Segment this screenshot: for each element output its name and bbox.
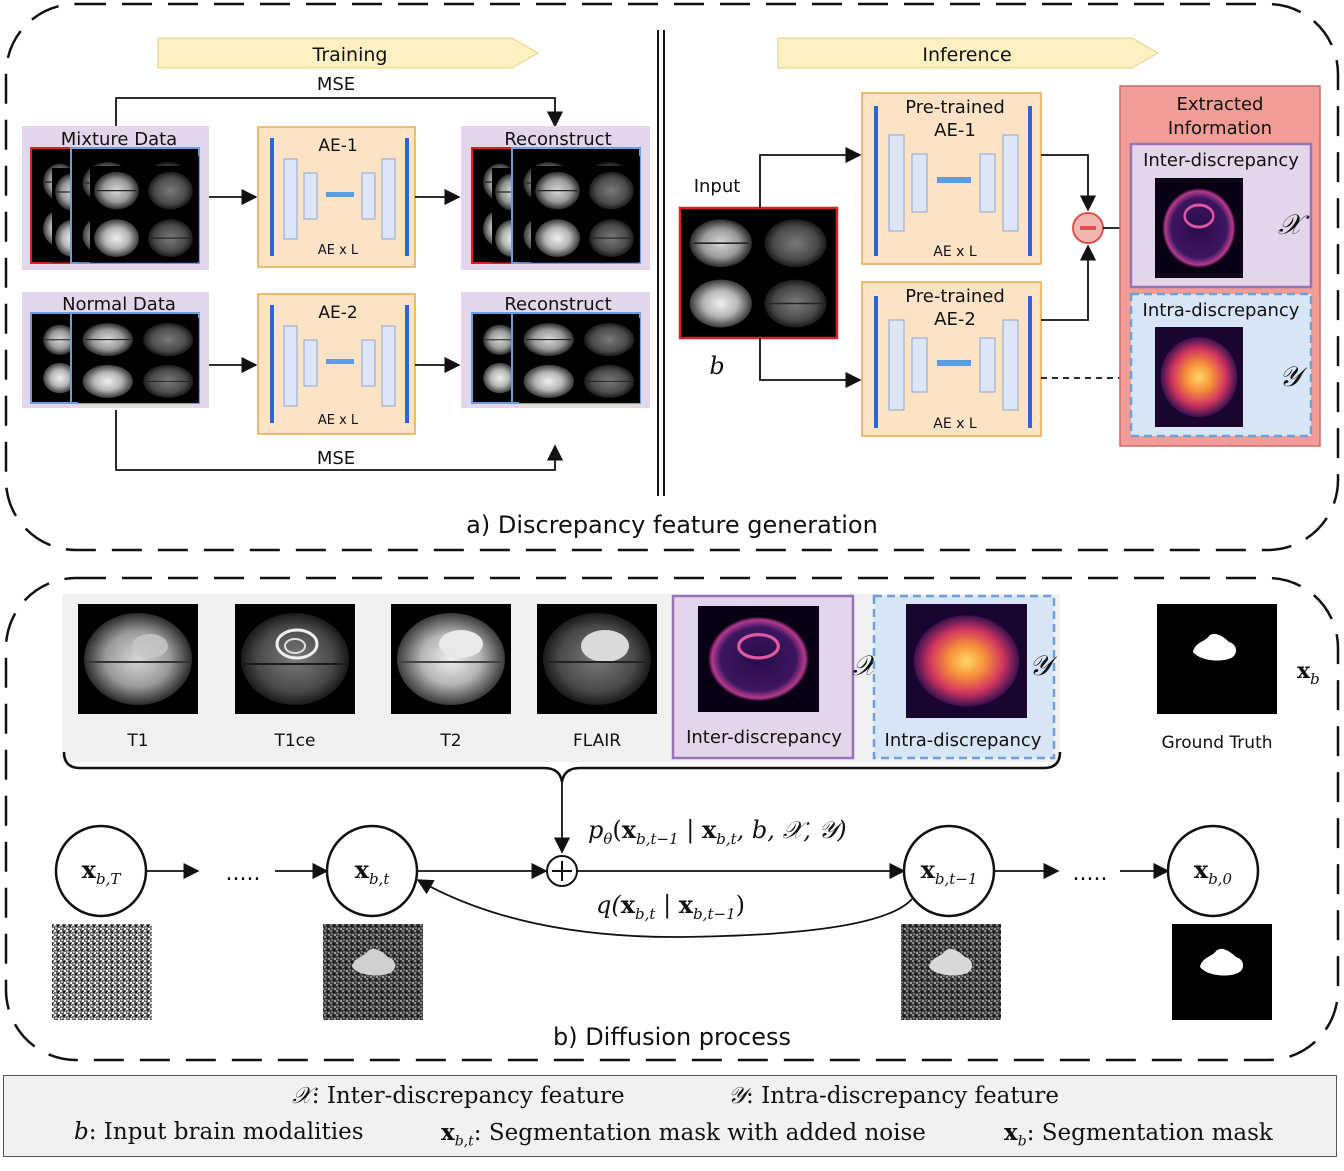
inference-label: Inference (922, 44, 1011, 66)
panel-b: T1 T1ce T2 FLAIR 𝒳 Inter-discrepancy 𝒴 I… (4, 576, 1340, 1062)
arrow-input-to-ae1 (759, 146, 862, 208)
legend-xb-sub: b (1017, 1133, 1027, 1150)
p-formula: pθ(xb,t−1 | xb,t, b, 𝒳, 𝒴) (588, 815, 847, 848)
inter-label-b: Inter-discrepancy (686, 727, 842, 748)
reconstruct-1-stack (471, 147, 641, 264)
panel-b-title: b) Diffusion process (553, 1023, 791, 1051)
ae2-training-label: AE-2 (318, 303, 357, 323)
input-label: Input (694, 176, 741, 197)
legend-xbt-sub: b,t (454, 1133, 474, 1150)
node-xbT-label: xb,T (82, 855, 122, 888)
noise-image-T (52, 924, 152, 1020)
t2-image (390, 603, 512, 715)
legend-x-text: : Inter-discrepancy feature (311, 1083, 625, 1109)
pretrained-ae2-line2: AE-2 (934, 309, 976, 330)
ae1-training-label: AE-1 (318, 136, 357, 156)
inter-discrepancy-image (1153, 176, 1245, 280)
panel-a-border (4, 2, 1340, 552)
t2-label: T2 (439, 731, 461, 751)
intra-feature-image-b (906, 604, 1027, 718)
t1ce-image (233, 602, 357, 716)
intra-label-b: Intra-discrepancy (885, 730, 1042, 751)
node-xb0 (1166, 824, 1260, 918)
node-xbt-label: xb,t (355, 855, 391, 888)
training-label: Training (312, 44, 388, 66)
legend-b-symbol: b (74, 1119, 89, 1145)
ground-truth-label: Ground Truth (1161, 733, 1272, 753)
extracted-info-line2: Information (1168, 118, 1272, 139)
inter-discrepancy-label: Inter-discrepancy (1143, 150, 1299, 171)
legend-xbt: xb,t: Segmentation mask with added noise (441, 1119, 926, 1150)
pretrained-ae1-repeat: AE x L (933, 244, 977, 260)
pretrained-ae1-line1: Pre-trained (905, 97, 1005, 118)
reconstruct-2-label: Reconstruct (504, 294, 611, 315)
legend-xbt-symbol: x (441, 1119, 455, 1146)
mixture-data-label: Mixture Data (61, 129, 177, 150)
normal-data-label: Normal Data (62, 294, 176, 315)
legend-x-symbol: 𝒳 (292, 1083, 312, 1109)
t1-label: T1 (126, 731, 148, 751)
pretrained-ae1-line2: AE-1 (934, 120, 976, 141)
panel-a-title: a) Discrepancy feature generation (466, 511, 878, 539)
training-banner (157, 37, 540, 69)
ae2-training-repeat: AE x L (318, 413, 359, 428)
mse-top-arrow (115, 97, 564, 128)
mixture-data-stack (30, 147, 200, 264)
inference-banner (777, 37, 1160, 69)
mse-top-label: MSE (317, 74, 355, 95)
legend-xb-symbol: x (1004, 1119, 1018, 1146)
t1-image (77, 603, 199, 715)
pretrained-ae2-line1: Pre-trained (905, 286, 1005, 307)
mse-bottom-arrow (115, 410, 564, 471)
flair-label: FLAIR (573, 731, 621, 751)
xb-symbol: xb (1297, 658, 1320, 688)
input-symbol: b (709, 352, 724, 380)
extracted-info-line1: Extracted (1177, 94, 1264, 115)
legend-x: 𝒳: Inter-discrepancy feature (292, 1083, 625, 1109)
pretrained-ae2-repeat: AE x L (933, 416, 977, 432)
diagram-canvas: Training Inference MSE Mixture Data AE-1 (4, 2, 1340, 1062)
legend-b-text: : Input brain modalities (88, 1119, 364, 1145)
legend-box: 𝒳: Inter-discrepancy feature 𝒴: Intra-di… (3, 1075, 1337, 1157)
legend-xbt-text: : Segmentation mask with added noise (473, 1120, 926, 1146)
normal-data-stack (30, 312, 200, 404)
flair-image (536, 603, 658, 715)
input-image (683, 211, 835, 336)
legend-xb-text: : Segmentation mask (1026, 1120, 1273, 1146)
legend-xb: xb: Segmentation mask (1004, 1119, 1273, 1150)
legend-y-symbol: 𝒴 (728, 1083, 747, 1109)
dots-left: ..... (226, 861, 261, 886)
inter-feature-image-b (696, 604, 821, 714)
panel-b-border (4, 576, 1340, 1062)
reconstruct-2-stack (471, 312, 641, 404)
mse-bottom-label: MSE (317, 448, 355, 469)
arrow-input-to-ae2 (759, 338, 862, 389)
t1ce-label: T1ce (273, 731, 315, 751)
node-xb0-label: xb,0 (1194, 855, 1233, 888)
node-xbt1-label: xb,t−1 (921, 855, 978, 888)
q-formula: q(xb,t | xb,t−1) (596, 890, 745, 923)
ae1-training-repeat: AE x L (318, 243, 359, 258)
intra-discrepancy-image (1155, 327, 1243, 427)
legend-y: 𝒴: Intra-discrepancy feature (728, 1083, 1059, 1109)
q-curve-arrow (416, 879, 913, 938)
panel-a: Training Inference MSE Mixture Data AE-1 (4, 2, 1340, 552)
intra-discrepancy-label: Intra-discrepancy (1143, 300, 1300, 321)
arrow-ae2-to-minus (1041, 244, 1097, 321)
minus-icon (1080, 226, 1096, 230)
reconstruct-1-label: Reconstruct (504, 129, 611, 150)
arrow-ae1-to-minus (1041, 154, 1097, 212)
legend-b: b: Input brain modalities (74, 1119, 364, 1145)
legend-y-text: : Intra-discrepancy feature (746, 1083, 1060, 1109)
dots-right: ..... (1073, 861, 1108, 886)
